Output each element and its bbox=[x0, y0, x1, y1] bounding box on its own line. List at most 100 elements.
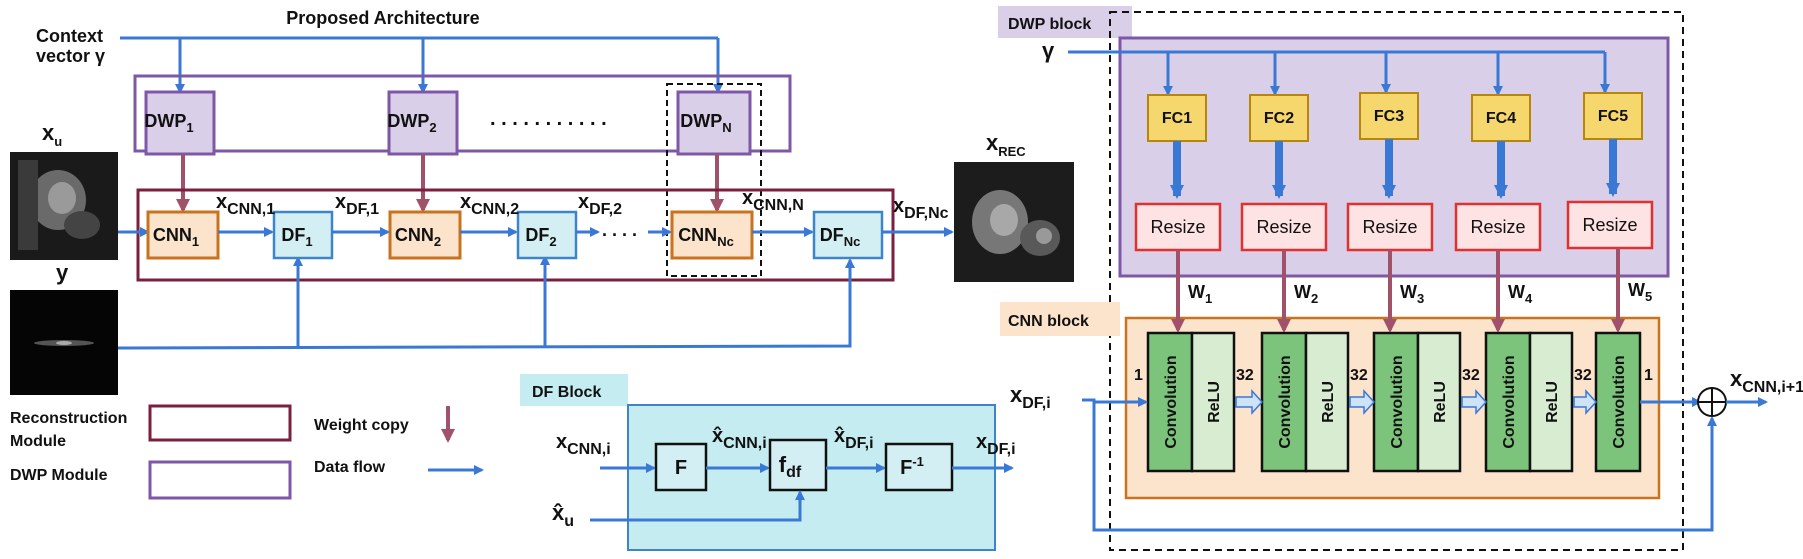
channel-label-1: 1 bbox=[1134, 367, 1143, 384]
svg-text:F-1: F-1 bbox=[900, 454, 924, 479]
conv-3-box: Convolution bbox=[1372, 331, 1420, 473]
df-block-title-bg bbox=[520, 374, 628, 406]
conv-1-box: Convolution bbox=[1146, 331, 1194, 473]
channel-label-3: 32 bbox=[1350, 367, 1368, 384]
legend-reconstruction-swatch bbox=[148, 404, 292, 442]
flow-label-xdf2: xDF,2 bbox=[578, 191, 622, 218]
svg-text:ReLU: ReLU bbox=[1544, 381, 1561, 423]
fc3-box: FC3 bbox=[1359, 92, 1419, 140]
cnn-input-xdf: xDF,i bbox=[1010, 382, 1051, 412]
channel-label-5: 32 bbox=[1574, 367, 1592, 384]
context-vector-label-1: Context bbox=[36, 26, 103, 46]
svg-text:ReLU: ReLU bbox=[1320, 381, 1337, 423]
svg-text:FC4: FC4 bbox=[1486, 110, 1516, 127]
cnn-nc-box: CNNNc bbox=[670, 210, 754, 260]
weight-label-5: W5 bbox=[1628, 280, 1652, 304]
svg-text:DFNc: DFNc bbox=[820, 225, 861, 249]
flow-label-xcnn2: xCNN,2 bbox=[460, 191, 519, 218]
resize-5-box: Resize bbox=[1566, 200, 1654, 250]
svg-text:CNNNc: CNNNc bbox=[678, 225, 734, 249]
legend-weight-copy-label: Weight copy bbox=[314, 417, 409, 434]
svg-text:Resize: Resize bbox=[1582, 215, 1637, 235]
y-kspace-image bbox=[10, 290, 118, 395]
svg-text:FC1: FC1 bbox=[1162, 110, 1192, 127]
xu-image bbox=[10, 152, 118, 260]
svg-text:Resize: Resize bbox=[1256, 217, 1311, 237]
svg-text:Resize: Resize bbox=[1362, 217, 1417, 237]
y-label: y bbox=[56, 260, 69, 285]
channel-label-4: 32 bbox=[1462, 367, 1480, 384]
weight-label-4: W4 bbox=[1508, 282, 1533, 306]
dwp-gamma-label: γ bbox=[1042, 38, 1055, 63]
weight-label-2: W2 bbox=[1294, 282, 1318, 306]
svg-text:Convolution: Convolution bbox=[1389, 355, 1406, 448]
svg-text:ReLU: ReLU bbox=[1432, 381, 1449, 423]
weight-label-1: W1 bbox=[1188, 282, 1212, 306]
relu-1-box: ReLU bbox=[1190, 331, 1236, 473]
svg-text:Convolution: Convolution bbox=[1163, 355, 1180, 448]
df-nc-box: DFNc bbox=[812, 210, 884, 260]
context-vector-arrows bbox=[120, 36, 723, 94]
resize-3-box: Resize bbox=[1346, 202, 1434, 252]
inter-layer-arrows bbox=[1235, 389, 1598, 415]
conv-2-box: Convolution bbox=[1260, 331, 1308, 473]
fc5-box: FC5 bbox=[1583, 92, 1643, 140]
legend-reconstruction-label-1: Reconstruction bbox=[10, 410, 127, 427]
flow-label-xcnn1: xCNN,1 bbox=[216, 191, 275, 218]
cnn-output-xcnn: xCNN,i+1 bbox=[1730, 366, 1803, 396]
reconstruction-module-box bbox=[136, 188, 895, 282]
df-mid-xcnn: x̂CNN,i bbox=[712, 425, 767, 452]
svg-text:FC3: FC3 bbox=[1374, 108, 1404, 125]
weight-label-3: W3 bbox=[1400, 282, 1424, 306]
svg-text:DF2: DF2 bbox=[525, 225, 556, 249]
conv-5-box: Convolution bbox=[1594, 331, 1642, 473]
conv-4-box: Convolution bbox=[1484, 331, 1532, 473]
flow-label-xdfnc: xDF,Nc bbox=[893, 195, 949, 222]
xrec-label: xREC bbox=[986, 130, 1026, 159]
legend-dwp-label: DWP Module bbox=[10, 467, 108, 484]
resize-4-box: Resize bbox=[1454, 202, 1542, 252]
legend-dwp-swatch bbox=[148, 460, 292, 500]
svg-text:DF1: DF1 bbox=[281, 225, 312, 249]
xrec-image bbox=[954, 162, 1074, 282]
df-1-box: DF1 bbox=[272, 210, 334, 260]
xu-label: xu bbox=[42, 120, 62, 149]
fc1-box: FC1 bbox=[1147, 94, 1207, 142]
channel-label-6: 1 bbox=[1644, 367, 1653, 384]
df-fdf-box: fdf bbox=[768, 438, 828, 492]
resize-1-box: Resize bbox=[1134, 202, 1222, 252]
legend-data-flow-label: Data flow bbox=[314, 459, 386, 476]
diagram-title: Proposed Architecture bbox=[286, 8, 479, 28]
svg-text:FC2: FC2 bbox=[1264, 110, 1294, 127]
svg-text:Resize: Resize bbox=[1150, 217, 1205, 237]
df-inverse-fourier-box: F-1 bbox=[884, 442, 954, 492]
svg-text:CNN1: CNN1 bbox=[153, 225, 199, 249]
dashed-highlight-box bbox=[666, 83, 762, 277]
df-block-title: DF Block bbox=[532, 384, 601, 401]
dwp-1-box: DWP1 bbox=[144, 90, 216, 156]
svg-text:CNN2: CNN2 bbox=[395, 225, 441, 249]
cnn-block-title: CNN block bbox=[1008, 313, 1089, 330]
df-mid-xdf: x̂DF,i bbox=[834, 425, 874, 452]
df-fourier-box: F bbox=[654, 442, 708, 492]
svg-text:DWP1: DWP1 bbox=[144, 111, 193, 135]
dwp-ellipsis: . . . . . . . . . . . bbox=[490, 108, 607, 130]
relu-4-box: ReLU bbox=[1528, 331, 1574, 473]
svg-text:DWPN: DWPN bbox=[680, 111, 731, 135]
relu-2-box: ReLU bbox=[1304, 331, 1350, 473]
flow-label-xdf1: xDF,1 bbox=[335, 191, 379, 218]
svg-text:Convolution: Convolution bbox=[1611, 355, 1628, 448]
cnn-1-box: CNN1 bbox=[146, 210, 220, 260]
df-input-xcnn: xCNN,i bbox=[556, 431, 611, 458]
flow-label-xcnnn: xCNN,N bbox=[742, 187, 804, 214]
dwp-2-box: DWP2 bbox=[387, 90, 459, 156]
resize-2-box: Resize bbox=[1240, 202, 1328, 252]
channel-label-2: 32 bbox=[1236, 367, 1254, 384]
svg-text:Convolution: Convolution bbox=[1277, 355, 1294, 448]
svg-text:Resize: Resize bbox=[1470, 217, 1525, 237]
outer-dashed-box bbox=[1109, 11, 1684, 551]
svg-text:ReLU: ReLU bbox=[1206, 381, 1223, 423]
svg-text:fdf: fdf bbox=[779, 452, 802, 481]
svg-text:FC5: FC5 bbox=[1598, 108, 1628, 125]
